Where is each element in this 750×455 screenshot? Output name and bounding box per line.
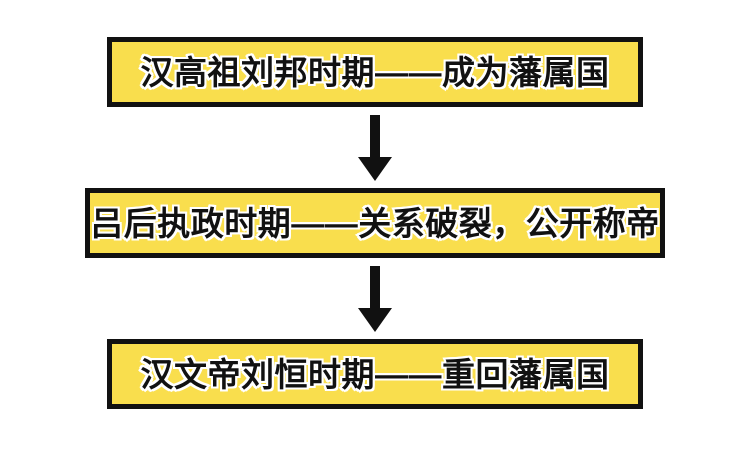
flowchart-connector-2	[345, 258, 405, 339]
flowchart-node-1-label: 汉高祖刘邦时期——成为藩属国	[139, 53, 612, 91]
flowchart-node-1: 汉高祖刘邦时期——成为藩属国	[107, 37, 643, 107]
flowchart-node-3: 汉文帝刘恒时期——重回藩属国	[107, 339, 643, 409]
flowchart-node-3-label: 汉文帝刘恒时期——重回藩属国	[139, 355, 612, 393]
arrow-down-icon	[358, 265, 392, 332]
arrow-down-icon	[358, 114, 392, 181]
flowchart-node-2-label: 吕后执政时期——关系破裂，公开称帝	[88, 204, 661, 242]
flowchart-connector-1	[345, 107, 405, 188]
flowchart-node-2: 吕后执政时期——关系破裂，公开称帝	[85, 188, 665, 258]
